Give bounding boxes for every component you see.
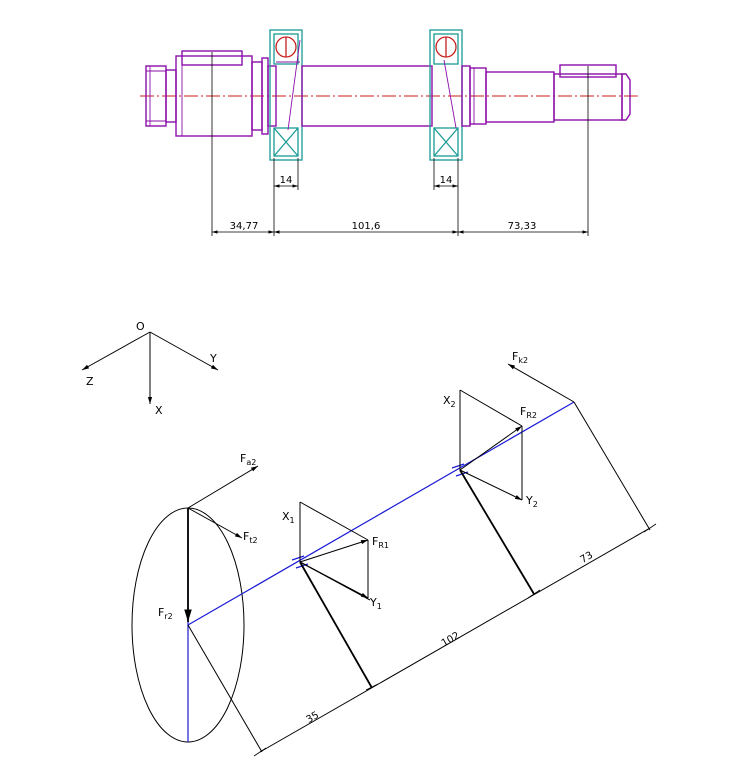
label-y2: Y2 — [525, 494, 538, 509]
coordinate-system: O Z Y X — [81, 320, 219, 417]
origin-label: O — [136, 320, 145, 333]
shaft-right-end — [461, 64, 631, 127]
shaft-middle-section — [301, 65, 433, 127]
distance-bearing1-to-bearing2: 102 — [440, 630, 462, 649]
force-diagram: 35 102 73 Fa2 Ft2 Fr2 Fk2 FR1 FR2 X1 Y1 … — [131, 350, 657, 757]
dimension-bearing-span: 101,6 — [352, 221, 381, 232]
label-fr1-bearing: FR1 — [372, 535, 389, 550]
label-fk2: Fk2 — [512, 350, 528, 365]
dimension-right-span: 73,33 — [508, 221, 537, 232]
label-x1: X1 — [282, 510, 295, 525]
label-fr2: Fr2 — [158, 606, 173, 621]
x-axis-label: X — [155, 404, 163, 417]
label-x2: X2 — [443, 394, 456, 409]
label-y1: Y1 — [369, 596, 382, 611]
label-fa2: Fa2 — [240, 452, 256, 467]
force-fk2-arrow — [507, 363, 575, 403]
right-bearing — [429, 29, 463, 161]
left-bearing-width: 14 — [280, 175, 293, 186]
shaft-left-journal — [175, 50, 277, 137]
distance-gear-to-bearing1: 35 — [304, 710, 321, 726]
label-ft2: Ft2 — [243, 530, 258, 545]
shaft-drawing: 14 14 34,77 101,6 73,33 — [140, 29, 640, 236]
distance-chain — [259, 527, 651, 753]
span-dimensions: 34,77 101,6 73,33 — [211, 52, 589, 236]
label-fr2-bearing: FR2 — [520, 405, 537, 420]
distance-bearing2-to-coupling: 73 — [578, 550, 595, 566]
z-axis-label: Z — [86, 375, 94, 388]
dimension-left-span: 34,77 — [230, 221, 259, 232]
force-ft2-arrow — [187, 507, 243, 539]
y-axis-label: Y — [209, 352, 217, 365]
bearing-width-dimensions: 14 14 — [273, 158, 459, 190]
left-bearing — [269, 29, 303, 161]
shaft-axis — [187, 401, 575, 626]
right-bearing-width: 14 — [440, 175, 453, 186]
force-fa2-arrow — [187, 465, 259, 509]
